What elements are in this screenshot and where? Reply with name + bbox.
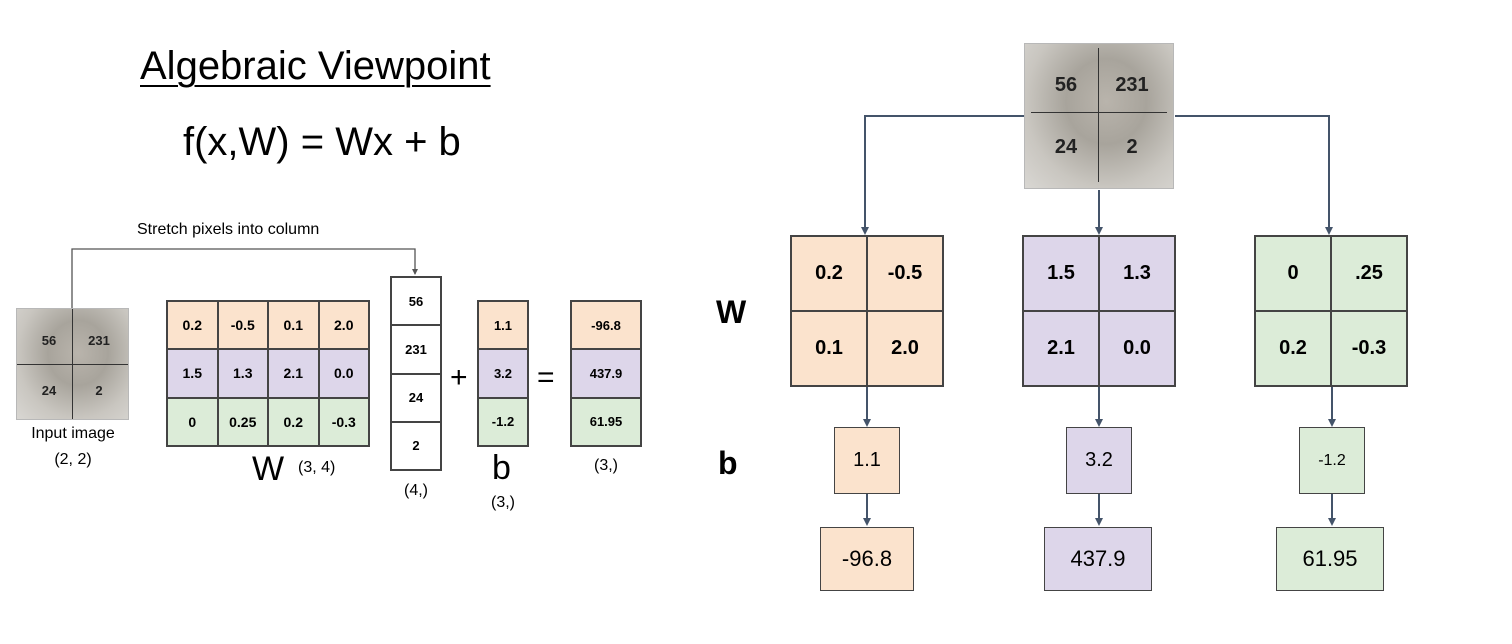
w-block-cell: 2.1 [1023,311,1099,386]
w-cell: 2.1 [268,349,319,398]
result-cell: 61.95 [571,397,641,446]
input-image: 56 231 24 2 [16,308,129,420]
w-block-cell: 2.0 [867,311,943,386]
x-cell: 24 [391,373,441,422]
bias-vector: 1.1 3.2 -1.2 [477,300,529,447]
input-pixel: 24 [41,382,57,398]
w-block-cell: 1.3 [1099,236,1175,311]
w-cell: 0.2 [268,397,319,446]
w-cell: 0.25 [217,397,268,446]
result-vector: -96.8 437.9 61.95 [570,300,642,447]
b-box-1: 1.1 [834,427,900,494]
stretch-caption: Stretch pixels into column [137,221,320,238]
input-column-vector: 56 231 24 2 [390,276,442,471]
w-block-cell: -0.3 [1331,311,1407,386]
slide-title: Algebraic Viewpoint [140,44,491,88]
w-block-cell: 0 [1255,236,1331,311]
w-block-cell: 1.5 [1023,236,1099,311]
b-cell: 1.1 [478,301,528,350]
top-image-pixel: 2 [1126,135,1138,158]
w-block-1: 0.2 -0.5 0.1 2.0 [790,235,944,387]
b-label: b [492,449,511,487]
w-cell: 0 [167,397,218,446]
weight-matrix: 0.2 -0.5 0.1 2.0 1.5 1.3 2.1 0.0 0 0.25 … [166,300,370,447]
x-cell: 56 [391,277,441,326]
w-cell: 1.3 [217,349,268,398]
w-shape: (3, 4) [298,459,336,476]
b-box-3: -1.2 [1299,427,1365,494]
w-cell: 0.2 [167,301,218,350]
w-cell: -0.5 [217,301,268,350]
w-cell: 2.0 [318,301,369,350]
output-box-1: -96.8 [820,527,914,591]
w-block-cell: 0.2 [1255,311,1331,386]
w-cell: 0.0 [318,349,369,398]
w-block-cell: 0.2 [791,236,867,311]
w-block-3: 0 .25 0.2 -0.3 [1254,235,1408,387]
x-cell: 2 [391,421,441,470]
w-block-cell: 0.1 [791,311,867,386]
x-cell: 231 [391,325,441,374]
tree-arrow-1 [861,115,1024,235]
result-cell: 437.9 [571,349,641,398]
b-cell: 3.2 [478,349,528,398]
equals-sign: = [537,361,555,394]
w-label: W [252,450,285,488]
stretch-arrow [71,248,418,308]
w-block-cell: 0.0 [1099,311,1175,386]
result-cell: -96.8 [571,301,641,350]
row-label-w: W [716,294,747,330]
input-image-shape: (2, 2) [54,451,92,468]
output-box-2: 437.9 [1044,527,1152,591]
w-block-2: 1.5 1.3 2.1 0.0 [1022,235,1176,387]
top-image-pixel: 24 [1054,135,1078,158]
row-label-b: b [718,445,738,481]
w-cell: 1.5 [167,349,218,398]
result-shape: (3,) [594,457,618,474]
plus-sign: + [450,361,468,394]
w-cell: -0.3 [318,397,369,446]
x-shape: (4,) [404,482,428,499]
b-cell: -1.2 [478,397,528,446]
b-box-2: 3.2 [1066,427,1132,494]
output-box-3: 61.95 [1276,527,1384,591]
top-image-pixel: 56 [1054,73,1078,96]
w-cell: 0.1 [268,301,319,350]
input-image-label: Input image [31,425,115,442]
formula: f(x,W) = Wx + b [183,120,461,164]
top-input-image: 56 231 24 2 [1024,43,1174,189]
w-block-cell: .25 [1331,236,1407,311]
b-shape: (3,) [491,494,515,511]
tree-arrow-3 [1175,115,1333,235]
w-block-cell: -0.5 [867,236,943,311]
top-image-pixel: 231 [1115,73,1149,96]
input-pixel: 56 [41,332,57,348]
input-pixel: 231 [88,332,110,348]
input-pixel: 2 [95,382,103,398]
